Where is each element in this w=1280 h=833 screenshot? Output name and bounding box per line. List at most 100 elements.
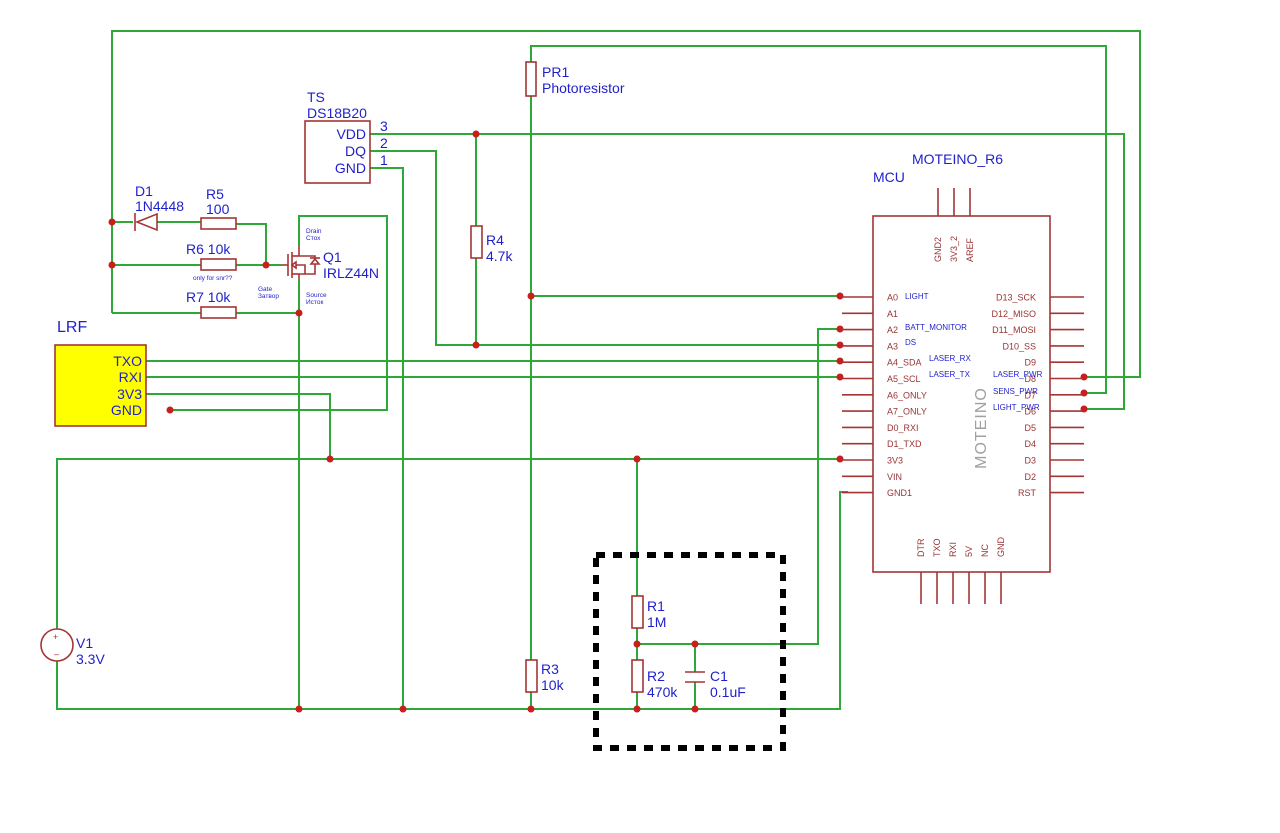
lrf-pin-3v3: 3V3 (117, 386, 142, 402)
ds18b20-pin-gnd: GND (335, 160, 366, 176)
r3-body (525, 659, 538, 693)
q1-ref: Q1 (323, 249, 342, 265)
junction (836, 455, 844, 463)
net-label-laser-tx: LASER_TX (929, 370, 971, 379)
c1-ref: C1 (710, 668, 728, 684)
wire-gnd-rail (56, 491, 848, 710)
pr1-ref: PR1 (542, 64, 569, 80)
mcu-pin-a6-only: A6_ONLY (887, 390, 927, 400)
q1-gate-label: Gate (258, 286, 272, 293)
resistor-r6: R6 10k only for snr?? (186, 241, 237, 282)
resistor-r2: R2 470k (631, 659, 678, 700)
q1-drain-label-ru: Стох (306, 235, 321, 242)
mcu-pin-aref: AREF (965, 237, 975, 262)
junction (472, 130, 480, 138)
junction (836, 373, 844, 381)
v1-ref: V1 (76, 635, 93, 651)
wire-r5-right (236, 223, 267, 264)
junction (1080, 373, 1088, 381)
wire-q1-drain (170, 215, 388, 411)
mcu-pin-d12-miso: D12_MISO (991, 309, 1036, 319)
junction (836, 357, 844, 365)
voltage-source-v1: + – V1 3.3V (40, 628, 105, 667)
mcu-pin-d0-rxi: D0_RXI (887, 423, 919, 433)
mcu-pin-d5: D5 (1024, 423, 1036, 433)
mcu-value: MOTEINO_R6 (912, 151, 1003, 167)
v1-body (40, 628, 74, 662)
ds18b20-pinnum-2: 2 (380, 135, 388, 151)
mcu-pin-d3: D3 (1024, 456, 1036, 466)
diode-d1: D1 1N4448 (134, 183, 184, 232)
junction (472, 341, 480, 349)
mcu-pin-d2: D2 (1024, 472, 1036, 482)
r2-value: 470k (647, 684, 678, 700)
junction (527, 705, 535, 713)
wires (56, 30, 1141, 710)
junction (836, 341, 844, 349)
junction (295, 309, 303, 317)
junction (836, 325, 844, 333)
net-label-light: LIGHT (905, 292, 929, 301)
mcu-pin-rst: RST (1018, 488, 1037, 498)
r5-ref: R5 (206, 186, 224, 202)
mcu-pin-a7-only: A7_ONLY (887, 407, 927, 417)
d1-ref: D1 (135, 183, 153, 199)
ds18b20-pinnum-3: 3 (380, 118, 388, 134)
net-label-sens-pwr: SENS_PWR (993, 387, 1038, 396)
lrf-body (54, 344, 147, 427)
junction (633, 640, 641, 648)
r4-body (470, 225, 483, 259)
junction (691, 640, 699, 648)
photoresistor-pr1: PR1 Photoresistor (525, 61, 625, 97)
junction (295, 705, 303, 713)
r6-note: only for snr?? (193, 275, 233, 282)
d1-value: 1N4448 (135, 198, 184, 214)
d1-body (134, 212, 158, 232)
wire-ts-gnd (370, 167, 404, 709)
mcu-pin-a1: A1 (887, 309, 898, 319)
r6-ref: R6 10k (186, 241, 231, 257)
mcu-pin-d10-ss: D10_SS (1002, 341, 1036, 351)
junction (326, 455, 334, 463)
r1-ref: R1 (647, 598, 665, 614)
mcu-pin-5v: 5V (964, 546, 974, 557)
junction (108, 261, 116, 269)
pr1-value: Photoresistor (542, 80, 625, 96)
junction (836, 292, 844, 300)
divider-highlight-box (593, 552, 786, 751)
mcu-pin-a4-sda: A4_SDA (887, 358, 922, 368)
pr1-body (525, 61, 537, 97)
mcu-pin-d6: D6 (1024, 407, 1036, 417)
net-label-ds: DS (905, 338, 916, 347)
lrf-pin-txo: TXO (113, 353, 142, 369)
net-label-batt-monitor: BATT_MONITOR (905, 323, 967, 332)
c1-value: 0.1uF (710, 684, 746, 700)
lrf-pin-gnd: GND (111, 402, 142, 418)
ds18b20-ref: TS (307, 89, 325, 105)
q1-gate-label-ru: Затвор (258, 293, 279, 300)
mcu-pin-a5-scl: A5_SCL (887, 374, 921, 384)
v1-value: 3.3V (76, 651, 105, 667)
r2-body (631, 659, 644, 693)
resistor-r4: R4 4.7k (470, 225, 513, 264)
mcu-pin-nc: NC (980, 544, 990, 557)
junction (166, 406, 174, 414)
junctions (108, 130, 1088, 713)
junction (633, 455, 641, 463)
capacitor-c1: C1 0.1uF (685, 668, 746, 700)
mcu-pin-txo: TXO (932, 538, 942, 557)
mcu-body-label: MOTEINO (973, 387, 990, 469)
r4-value: 4.7k (486, 248, 513, 264)
junction (633, 705, 641, 713)
lrf-title: LRF (57, 319, 87, 336)
r1-body (631, 595, 644, 629)
lrf-pin-rxi: RXI (119, 369, 142, 385)
q1-source-label-ru: Исток (306, 299, 323, 306)
ds18b20-sensor: TS DS18B20 VDD DQ GND 3 2 1 (304, 89, 388, 184)
lrf-module: LRF TXO RXI 3V3 GND (54, 319, 147, 427)
mcu-ref: MCU (873, 169, 905, 185)
r7-body (200, 306, 237, 319)
mcu-pin-d9: D9 (1024, 358, 1036, 368)
mcu-pin-gnd1: GND1 (887, 488, 912, 498)
